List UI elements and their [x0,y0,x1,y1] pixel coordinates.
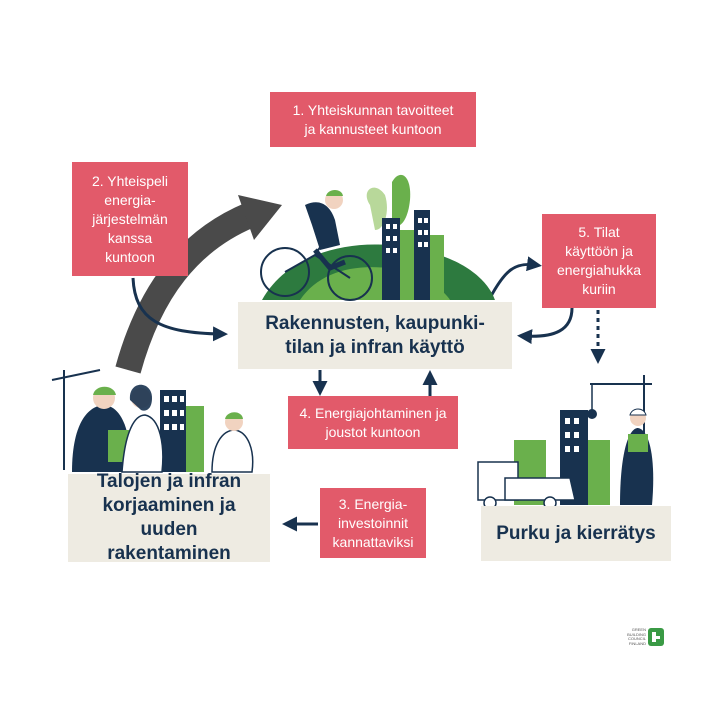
step4-label: 4. Energiajohtaminen ja joustot kuntoon [299,404,447,440]
arrow-use-to-step5 [488,256,542,299]
arrow-step5-to-use [517,307,574,345]
build-phase-label: Talojen ja infran korjaaminen ja uuden r… [96,471,242,564]
step2-label: 2. Yhteispeli energia- järjestelmän kans… [91,172,168,265]
gbc-logo-icon [648,628,664,646]
step3-box: 3. Energia- investoinnit kannattaviksi [320,488,426,558]
step1-box: 1. Yhteiskunnan tavoitteet ja kannusteet… [270,92,476,147]
arrow-step2-to-use [131,277,228,342]
use-phase-label: Rakennusten, kaupunki- tilan ja infran k… [265,312,485,358]
demolish-phase-label: Purku ja kierrätys [496,522,656,544]
step2-box: 2. Yhteispeli energia- järjestelmän kans… [72,162,188,276]
demolish-phase-box: Purku ja kierrätys [481,506,671,561]
cyclist-illustration [260,174,495,301]
step1-label: 1. Yhteiskunnan tavoitteet ja kannusteet… [292,101,454,137]
step3-label: 3. Energia- investoinnit kannattaviksi [332,495,414,550]
use-phase-box: Rakennusten, kaupunki- tilan ja infran k… [238,302,512,369]
step5-label: 5. Tilat käyttöön ja energiahukka kuriin [556,224,642,297]
build-phase-box: Talojen ja infran korjaaminen ja uuden r… [68,471,270,564]
gbc-logo-text: GREEN BUILDING COUNCIL FINLAND [627,627,646,646]
step4-box: 4. Energiajohtaminen ja joustot kuntoon [288,396,458,449]
demolition-illustration [477,375,654,510]
workers-illustration [51,369,254,473]
step5-box: 5. Tilat käyttöön ja energiahukka kuriin [542,214,656,308]
